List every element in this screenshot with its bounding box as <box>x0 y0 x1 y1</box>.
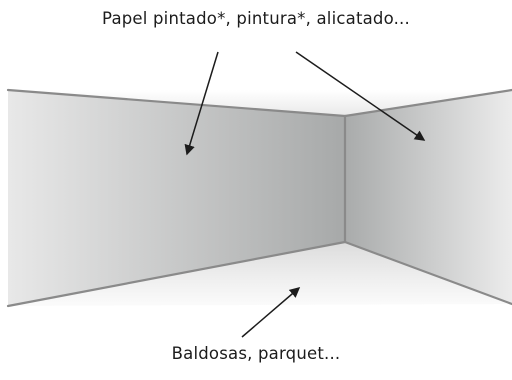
right-bottom-edge <box>343 240 512 306</box>
arrows <box>184 51 426 338</box>
right-wall <box>345 90 512 304</box>
left-wall <box>8 90 345 306</box>
left-top-edge <box>6 88 347 118</box>
floor-arrow <box>241 287 301 338</box>
left-bottom-edge <box>6 240 347 308</box>
floor-label: Baldosas, parquet... <box>171 344 341 363</box>
room-edges <box>6 88 512 308</box>
right-wall-arrow <box>295 51 426 141</box>
right-top-edge <box>343 88 512 118</box>
left-wall-arrow <box>184 51 219 156</box>
walls-label: Papel pintado*, pintura*, alicatado... <box>102 9 410 28</box>
